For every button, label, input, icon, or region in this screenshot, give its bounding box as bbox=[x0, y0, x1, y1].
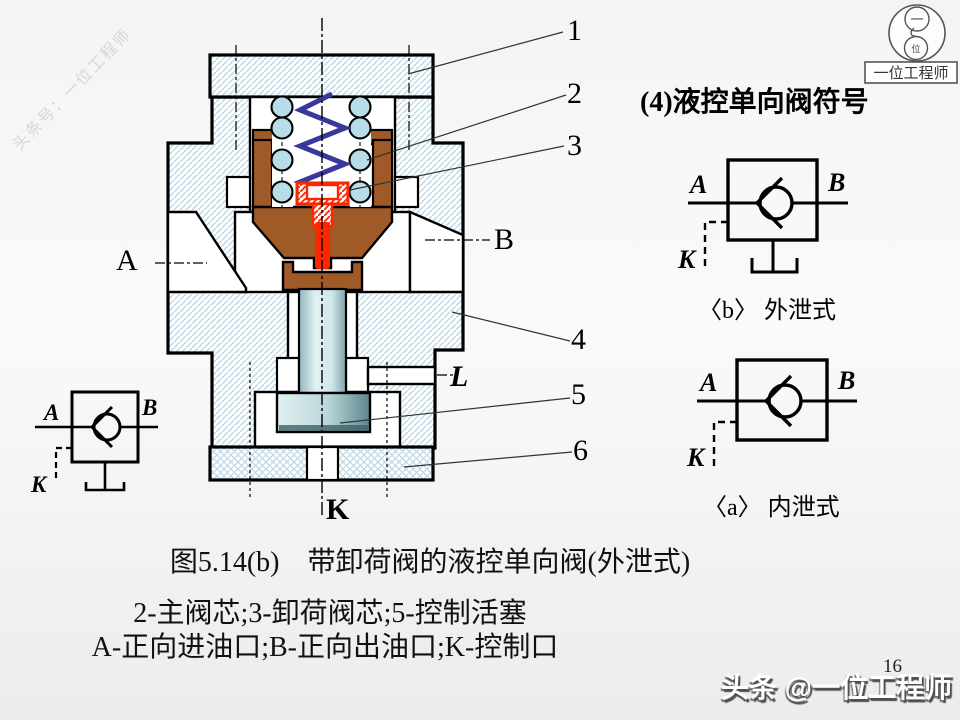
sym-int-port-k: K bbox=[686, 443, 706, 472]
callout-1: 1 bbox=[567, 14, 582, 47]
figure-legend-ports: A-正向进油口;B-正向出油口;K-控制口 bbox=[91, 632, 559, 663]
logo: 一 位 一位工程师 bbox=[864, 4, 958, 84]
callout-2: 2 bbox=[567, 77, 582, 110]
port-a-label: A bbox=[116, 244, 138, 277]
sym-small-port-k: K bbox=[30, 472, 48, 497]
port-b-label: B bbox=[494, 223, 514, 256]
callout-4: 4 bbox=[571, 323, 586, 356]
sym-ext-port-a: A bbox=[688, 170, 707, 199]
sym-int-caption: 〈a〉 内泄式 bbox=[703, 494, 840, 521]
port-l-slot bbox=[366, 365, 437, 386]
sym-small-port-b: B bbox=[141, 395, 157, 420]
valve-cross-section: 1 2 3 4 5 6 A B K L bbox=[116, 14, 588, 526]
check-seat-icon bbox=[763, 374, 793, 428]
spring-coil-sections bbox=[270, 95, 372, 207]
callout-3: 3 bbox=[567, 129, 582, 162]
slide-title: (4)液控单向阀符号 bbox=[640, 87, 869, 118]
check-seat-icon bbox=[89, 405, 114, 449]
callout-6: 6 bbox=[573, 434, 588, 467]
symbol-external-drain: A B K 〈b〉 外泄式 bbox=[677, 158, 848, 324]
page-number: 16 bbox=[883, 656, 902, 677]
figure-caption: 图5.14(b) 带卸荷阀的液控单向阀(外泄式) bbox=[169, 547, 691, 578]
callout-5: 5 bbox=[571, 378, 586, 411]
port-l-label: L bbox=[449, 360, 468, 393]
callout-numbers: 1 2 3 4 5 6 bbox=[567, 14, 588, 467]
sym-int-port-a: A bbox=[698, 368, 717, 397]
sym-ext-port-b: B bbox=[827, 168, 845, 197]
check-seat-icon bbox=[754, 176, 784, 230]
sym-ext-port-k: K bbox=[677, 245, 697, 274]
footer-watermark: 头条 @一位工程师 bbox=[720, 672, 952, 703]
logo-top-char: 一 bbox=[910, 12, 923, 27]
check-ball-icon bbox=[767, 383, 803, 419]
check-ball-icon bbox=[758, 185, 794, 221]
figure-legend-parts: 2-主阀芯;3-卸荷阀芯;5-控制活塞 bbox=[133, 598, 527, 629]
symbol-internal-drain: A B K 〈a〉 内泄式 bbox=[686, 358, 857, 521]
logo-label: 一位工程师 bbox=[873, 65, 948, 82]
sym-ext-caption: 〈b〉 外泄式 bbox=[698, 297, 836, 324]
bolt-centerlines bbox=[235, 45, 410, 500]
symbol-small: A B K bbox=[30, 390, 158, 497]
sym-int-port-b: B bbox=[837, 366, 855, 395]
sym-small-port-a: A bbox=[42, 400, 59, 425]
check-ball-icon bbox=[92, 412, 122, 442]
port-centerlines bbox=[155, 239, 490, 376]
logo-bottom-char: 位 bbox=[911, 43, 920, 54]
callout-leaders bbox=[339, 31, 573, 468]
port-k-label: K bbox=[326, 493, 350, 526]
